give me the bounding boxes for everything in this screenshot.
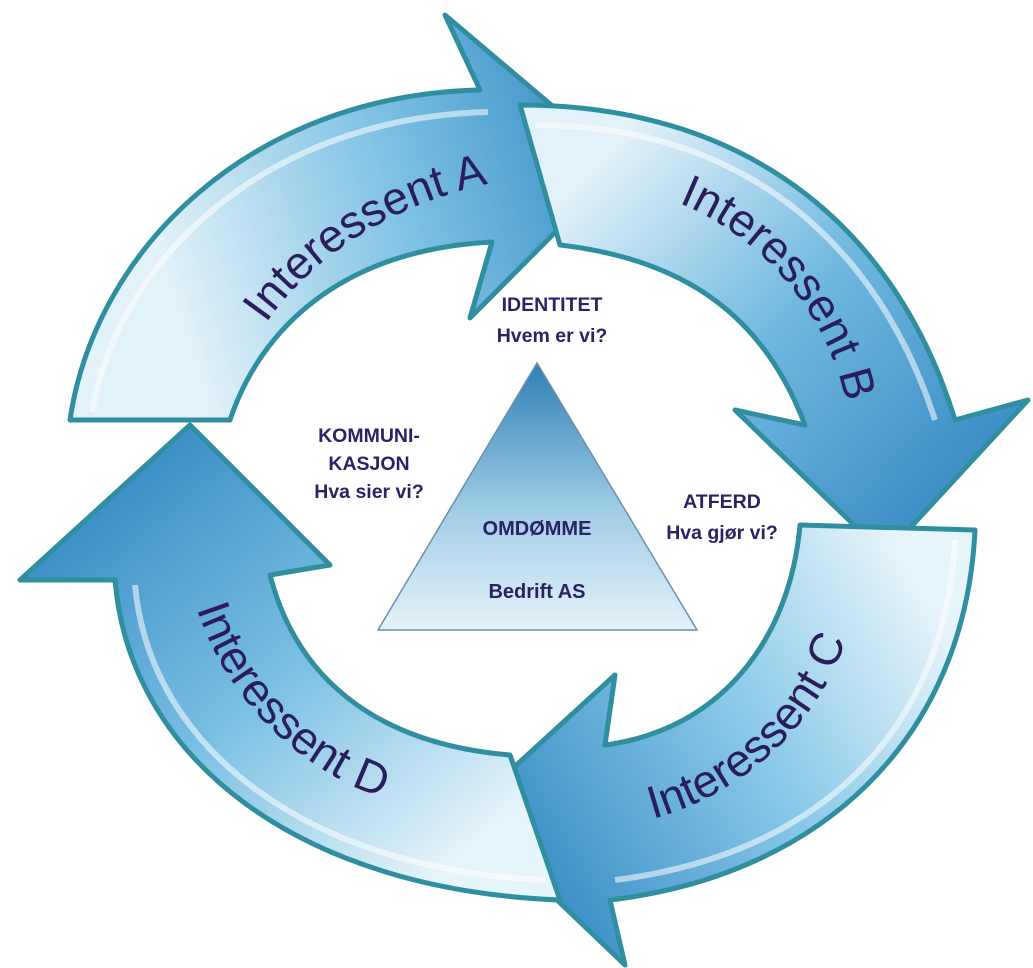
kommunikasjon-heading-line1: KOMMUNI-	[318, 425, 420, 447]
atferd-heading: ATFERD	[683, 491, 761, 513]
kommunikasjon-heading-line2: KASJON	[328, 453, 409, 475]
identitet-heading: IDENTITET	[502, 294, 603, 316]
arrow-interessent-d	[17, 422, 563, 903]
atferd-label: ATFERD Hva gjør vi?	[666, 491, 778, 544]
identitet-label: IDENTITET Hvem er vi?	[497, 294, 608, 347]
identitet-question: Hvem er vi?	[497, 325, 608, 347]
triangle-subtitle: Bedrift AS	[488, 581, 585, 603]
triangle-title: OMDØMME	[483, 518, 592, 540]
kommunikasjon-label: KOMMUNI- KASJON Hva sier vi?	[314, 425, 423, 503]
arrow-interessent-b	[517, 102, 1031, 558]
arrow-interessent-c	[462, 522, 978, 968]
atferd-question: Hva gjør vi?	[666, 522, 778, 544]
omdomme-triangle: OMDØMME Bedrift AS	[376, 361, 699, 631]
arrow-interessent-a	[67, 12, 625, 423]
kommunikasjon-question: Hva sier vi?	[314, 481, 423, 503]
